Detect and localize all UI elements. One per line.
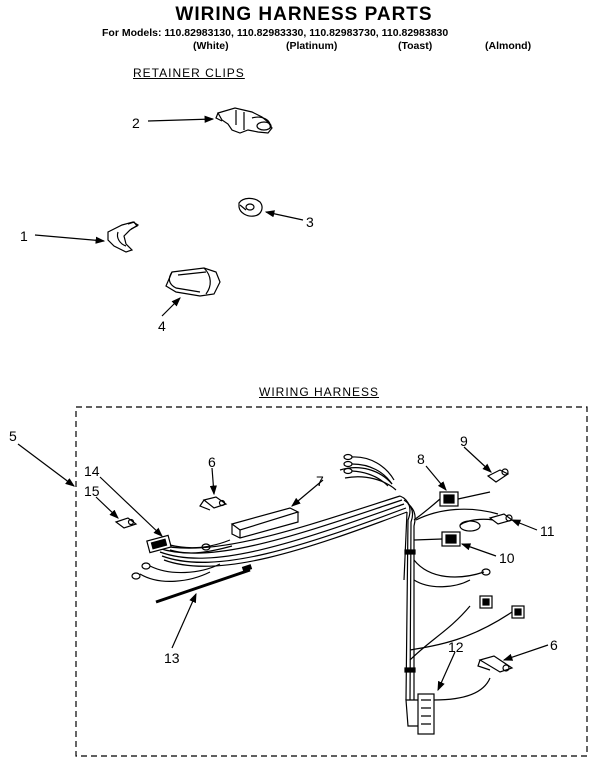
harness-vertical-trunk xyxy=(399,495,416,701)
harness-dashed-box xyxy=(75,406,588,757)
terminal-6-top xyxy=(199,496,228,511)
callout-9: 9 xyxy=(460,433,468,449)
callout-10: 10 xyxy=(499,550,515,566)
terminal-9 xyxy=(486,468,510,483)
rod-13 xyxy=(155,568,251,604)
leader-15 xyxy=(95,496,119,519)
wire-end xyxy=(343,453,353,461)
callout-6-bottom: 6 xyxy=(550,637,558,653)
wire-strand xyxy=(344,476,397,491)
callout-13: 13 xyxy=(164,650,180,666)
leader-10 xyxy=(460,543,497,557)
model-color-toast: (Toast) xyxy=(398,40,433,52)
leader-2 xyxy=(147,115,215,123)
terminal-15 xyxy=(114,517,138,529)
wire-end xyxy=(131,572,141,580)
model-color-platinum: (Platinum) xyxy=(286,40,338,52)
connector-12 xyxy=(405,693,435,735)
leader-4 xyxy=(161,297,181,317)
wire-end xyxy=(141,562,151,570)
callout-3: 3 xyxy=(306,214,314,230)
leader-3 xyxy=(264,210,304,221)
leader-14 xyxy=(99,476,163,537)
wire-end xyxy=(343,467,353,475)
leader-11 xyxy=(510,519,538,531)
retainer-clip-3 xyxy=(238,197,263,217)
retainer-clip-2 xyxy=(215,107,273,134)
callout-8: 8 xyxy=(417,451,425,467)
callout-2: 2 xyxy=(132,115,140,131)
connector-block-7 xyxy=(230,507,300,539)
connector-14 xyxy=(146,534,172,554)
leader-7 xyxy=(291,479,324,507)
wire-to-connector xyxy=(409,611,513,651)
leader-9 xyxy=(463,446,492,473)
wire-to-connector xyxy=(409,605,471,661)
callout-12: 12 xyxy=(448,639,464,655)
callout-7: 7 xyxy=(316,473,324,489)
callout-6-top: 6 xyxy=(208,454,216,470)
harness-main-bundle xyxy=(155,495,408,567)
callout-15: 15 xyxy=(84,483,100,499)
models-line: For Models: 110.82983130, 110.82983330, … xyxy=(102,27,449,39)
connector-8 xyxy=(439,491,459,507)
leader-1 xyxy=(34,234,106,244)
cable-tie xyxy=(404,667,416,673)
wiring-harness-heading: WIRING HARNESS xyxy=(259,385,380,399)
retainer-clip-4 xyxy=(165,267,221,297)
model-color-almond: (Almond) xyxy=(485,40,532,52)
terminal-11 xyxy=(488,513,514,525)
leader-5 xyxy=(17,443,75,487)
page-title: WIRING HARNESS PARTS xyxy=(175,4,433,25)
callout-11: 11 xyxy=(540,523,555,539)
cable-tie xyxy=(404,549,416,555)
terminal-6-bottom xyxy=(477,655,514,673)
plug-connector-b xyxy=(511,605,525,619)
leader-6-bottom xyxy=(502,644,549,661)
callout-1: 1 xyxy=(20,228,28,244)
plug-connector-a xyxy=(479,595,493,609)
leader-8 xyxy=(425,465,447,491)
callout-4: 4 xyxy=(158,318,166,334)
connector-10 xyxy=(441,531,461,547)
leader-13 xyxy=(171,592,197,649)
leader-12 xyxy=(437,651,456,692)
leader-6-top xyxy=(209,467,217,496)
retainer-clips-heading: RETAINER CLIPS xyxy=(133,66,245,80)
callout-5: 5 xyxy=(9,428,17,444)
callout-14: 14 xyxy=(84,463,100,479)
model-color-white: (White) xyxy=(193,40,229,52)
wire-end xyxy=(343,460,353,468)
retainer-clip-1 xyxy=(107,221,140,253)
